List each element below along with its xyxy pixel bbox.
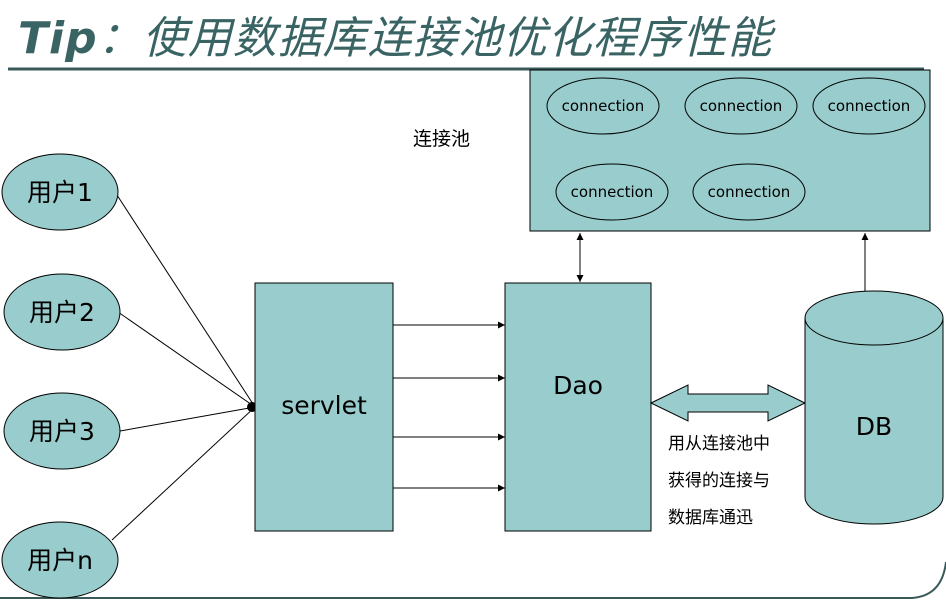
user-ellipse [1,153,119,231]
title-prefix: Tip [18,13,98,64]
db-cylinder-body [804,318,944,525]
db-cylinder-top [804,290,944,346]
connection-ellipse [555,163,669,221]
page-title: Tip：使用数据库连接池优化程序性能 [18,2,773,66]
connection-label: connection [571,183,654,201]
db-label: DB [856,412,892,441]
connection-label: connection [700,97,783,115]
dao-box [504,282,652,532]
user-ellipse [3,273,121,351]
connection-ellipse [546,77,660,135]
user1-link [114,191,256,408]
connection-ellipse [692,163,806,221]
title-separator: ： [97,13,143,64]
user-label: 用户n [27,546,93,575]
usern-link [111,406,256,541]
connection-label: connection [708,183,791,201]
user-label: 用户2 [29,298,95,327]
dao-db-block-arrow [649,384,807,422]
connection-ellipse [684,77,798,135]
user2-link [117,311,256,408]
servlet-box [254,282,394,532]
user-ellipse [3,392,121,470]
slide-frame [0,561,946,599]
dao-label: Dao [553,371,603,400]
connection-label: connection [562,97,645,115]
title-text: 使用数据库连接池优化程序性能 [142,13,773,64]
dao-db-note: 用从连接池中获得的连接与数据库通迅 [668,434,770,528]
servlet-label: servlet [281,391,367,420]
connection-label: connection [828,97,911,115]
user-label: 用户1 [27,178,93,207]
connection-pool-label: 连接池 [413,128,470,150]
connection-ellipse [812,77,926,135]
user3-link [119,406,256,432]
user-label: 用户3 [29,417,95,446]
user-ellipse [1,521,119,599]
